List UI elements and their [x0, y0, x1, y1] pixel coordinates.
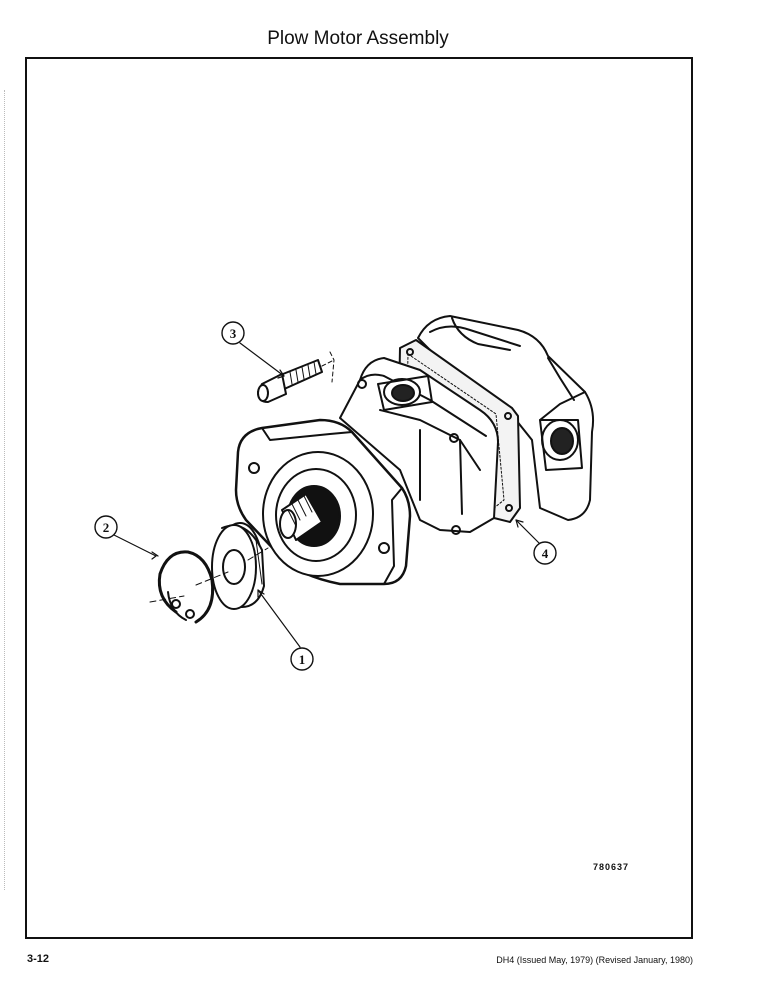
- page-number: 3-12: [27, 953, 50, 965]
- revision-footer: DH4 (Issued May, 1979) (Revised January,…: [496, 955, 693, 965]
- rear-housing: [417, 315, 595, 521]
- leader-lines: [109, 342, 541, 648]
- motor-body: [339, 357, 499, 535]
- callout-3: [221, 321, 245, 345]
- callout-2-number: 2: [103, 520, 110, 535]
- cap-screw: [257, 351, 335, 403]
- mounting-flange: [234, 418, 412, 586]
- callout-1: [290, 647, 314, 671]
- figure-id: 780637: [593, 862, 630, 872]
- callout-2: [94, 515, 118, 539]
- callout-3-number: 3: [230, 326, 237, 341]
- retaining-ring: [157, 550, 215, 624]
- callout-4: [533, 541, 557, 565]
- callout-4-number: 4: [542, 546, 549, 561]
- callout-1-number: 1: [299, 652, 306, 667]
- margin-scan-line: [4, 90, 5, 890]
- figure-frame: [25, 57, 693, 939]
- seal: [211, 522, 265, 610]
- page-title: Plow Motor Assembly: [267, 28, 449, 49]
